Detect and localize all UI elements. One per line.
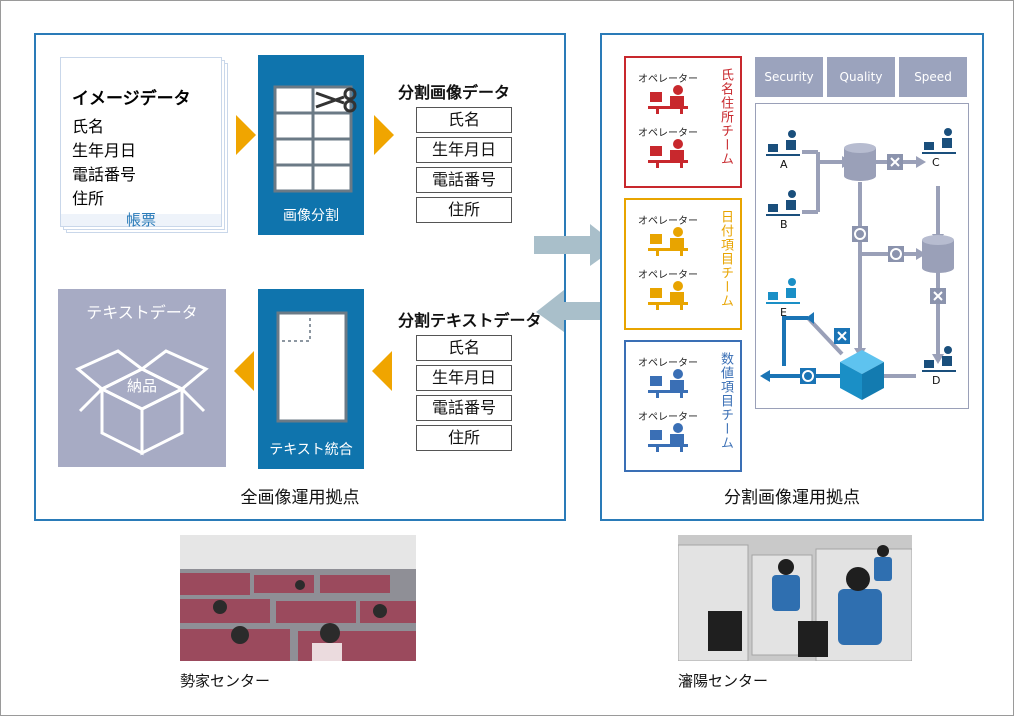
split-text-field-phone: 電話番号 <box>416 395 512 421</box>
operator-desk-icon <box>648 139 688 168</box>
operator-desk-icon <box>648 281 688 310</box>
operator-desk-icon <box>648 85 688 114</box>
office-operators-image <box>678 535 912 661</box>
arrow-right-icon <box>374 115 394 155</box>
node-label-d: D <box>932 374 941 387</box>
database-icon <box>844 143 876 181</box>
node-label-c: C <box>932 156 940 169</box>
scissors-icon <box>315 87 357 113</box>
split-image-site-panel: オペレーター オペレーター 氏名住所チーム オペレーター オペレーター 日付項目… <box>600 33 984 521</box>
delivery-label: 納品 <box>126 377 157 395</box>
operator-desk-icon <box>648 227 688 256</box>
operator-label: オペレーター <box>638 412 698 423</box>
document-line-birthdate: 生年月日 <box>72 141 137 160</box>
merged-page-icon <box>276 311 348 423</box>
document-caption: 帳票 <box>125 211 156 229</box>
seika-center-photo <box>180 535 416 661</box>
image-data-heading: イメージデータ <box>72 89 191 109</box>
operator-label: オペレーター <box>638 216 698 227</box>
document-stack: イメージデータ 氏名 生年月日 電話番号 住所 帳票 <box>60 57 228 233</box>
shenyang-center-caption: 瀋陽センター <box>678 672 769 690</box>
workflow-diagram: A B C D E <box>755 103 969 409</box>
processing-cube-icon <box>840 350 884 400</box>
split-image-data-heading: 分割画像データ <box>398 83 511 102</box>
transfer-right-arrow-icon <box>534 224 618 266</box>
node-label-b: B <box>780 218 788 231</box>
split-text-data-heading: 分割テキストデータ <box>398 311 542 330</box>
team-date-fields: オペレーター オペレーター 日付項目チーム <box>624 198 742 330</box>
operator-desk-icon <box>648 369 688 398</box>
operator-label: オペレーター <box>638 128 698 139</box>
tag-quality: Quality <box>827 57 895 97</box>
node-label-e: E <box>780 306 787 319</box>
arrow-left-icon <box>372 351 392 391</box>
split-image-site-title: 分割画像運用拠点 <box>724 488 860 508</box>
image-split-label: 画像分割 <box>283 208 339 224</box>
full-image-site-panel: イメージデータ 氏名 生年月日 電話番号 住所 帳票 画像分割 分割画像データ <box>34 33 566 521</box>
image-split-box: 画像分割 <box>258 55 364 235</box>
split-image-field-address: 住所 <box>416 197 512 223</box>
text-merge-box: テキスト統合 <box>258 289 364 469</box>
split-text-field-name: 氏名 <box>416 335 512 361</box>
team-numeric-fields: オペレーター オペレーター 数値項目チーム <box>624 340 742 472</box>
document-line-phone: 電話番号 <box>72 165 137 184</box>
document-sheet: イメージデータ 氏名 生年月日 電話番号 住所 帳票 <box>60 57 222 229</box>
text-data-heading: テキストデータ <box>86 303 198 322</box>
office-cubicles-image <box>180 535 416 661</box>
team-name-address: オペレーター オペレーター 氏名住所チーム <box>624 56 742 188</box>
workflow-lines <box>760 128 956 400</box>
operator-label: オペレーター <box>638 74 698 85</box>
team-label: 日付項目チーム <box>718 210 733 308</box>
operator-desk-icon <box>648 423 688 452</box>
tag-security: Security <box>755 57 823 97</box>
operator-label: オペレーター <box>638 270 698 281</box>
seika-center-caption: 勢家センター <box>180 672 271 690</box>
transfer-left-arrow-icon <box>536 290 620 332</box>
operator-label: オペレーター <box>638 358 698 369</box>
full-image-site-title: 全画像運用拠点 <box>240 488 360 508</box>
split-image-field-name: 氏名 <box>416 107 512 133</box>
split-text-field-birthdate: 生年月日 <box>416 365 512 391</box>
team-label: 氏名住所チーム <box>718 68 733 166</box>
arrow-right-icon <box>236 115 256 155</box>
split-image-field-phone: 電話番号 <box>416 167 512 193</box>
delivery-box-icon <box>75 349 209 456</box>
split-text-field-address: 住所 <box>416 425 512 451</box>
database-icon <box>922 235 954 273</box>
team-label: 数値項目チーム <box>718 352 733 450</box>
text-merge-label: テキスト統合 <box>269 442 353 458</box>
document-line-name: 氏名 <box>72 117 105 136</box>
tag-speed: Speed <box>899 57 967 97</box>
document-line-address: 住所 <box>72 189 105 208</box>
arrow-left-icon <box>234 351 254 391</box>
shenyang-center-photo <box>678 535 912 661</box>
text-data-box: テキストデータ 納品 <box>58 289 226 467</box>
node-label-a: A <box>780 158 788 171</box>
split-image-field-birthdate: 生年月日 <box>416 137 512 163</box>
